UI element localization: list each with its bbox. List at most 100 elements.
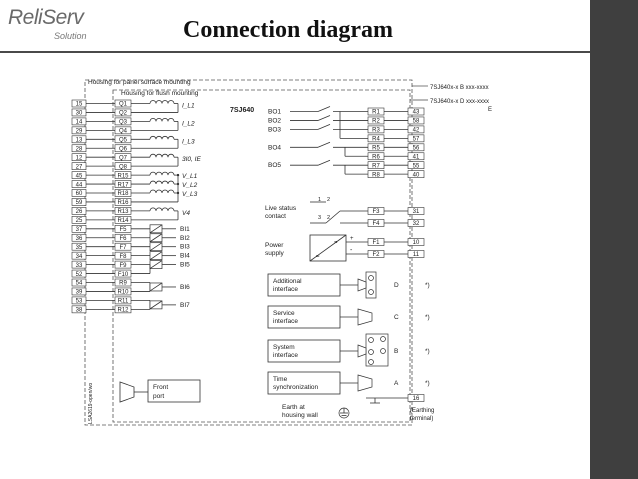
current-coil-icon — [149, 118, 175, 122]
binary-input-label: BI1 — [180, 226, 190, 233]
reliserv-logo: ReliServ Solution — [8, 6, 87, 41]
outer-terminal — [407, 125, 425, 134]
connector-icon — [357, 374, 373, 392]
outer-terminal-label: 34 — [76, 254, 83, 260]
contact-number: 1 — [318, 197, 321, 203]
inner-terminal-label: R15 — [117, 173, 129, 179]
earth-label: housing wall — [282, 412, 318, 419]
contact-number: 2 — [327, 197, 330, 203]
outer-terminal-label: 11 — [413, 252, 420, 258]
voltage-coil-icon — [149, 207, 175, 211]
interface-label: System — [273, 344, 295, 351]
outer-terminal-label: 30 — [76, 111, 83, 117]
inner-terminal-label: R10 — [117, 290, 129, 296]
binary-output-label: BO3 — [268, 126, 281, 133]
optical-jack-icon — [368, 337, 374, 343]
measurement-label: I_L2 — [182, 120, 195, 127]
outer-terminal-label: 42 — [413, 128, 420, 134]
measurement-label: V4 — [182, 210, 190, 217]
flush-housing-label: Housing for flush mounting — [121, 90, 199, 97]
inner-terminal-label: R8 — [372, 172, 380, 178]
plus-sign: + — [350, 236, 354, 242]
inner-terminal-label: R11 — [118, 299, 129, 305]
optical-jack-icon — [368, 275, 374, 281]
interface-footnote: *) — [425, 282, 430, 289]
binary-output-label: BO2 — [268, 117, 281, 124]
interface-label: interface — [273, 318, 298, 325]
outer-terminal-label: 53 — [76, 299, 83, 305]
outer-terminal — [407, 116, 425, 125]
inner-terminal-label: R7 — [372, 163, 380, 169]
measurement-label: V_L2 — [182, 182, 198, 189]
connector-icon — [357, 308, 373, 326]
inner-terminal-label: F8 — [119, 254, 127, 260]
communication-interfaces: AdditionalinterfaceD*)ServiceinterfaceC*… — [267, 271, 430, 395]
binary-input-label: BI5 — [180, 262, 190, 269]
inner-terminal-label: F6 — [119, 236, 127, 242]
measurement-label: V_L1 — [182, 173, 198, 180]
binary-input-label: BI7 — [180, 302, 190, 309]
outer-terminal — [407, 161, 425, 169]
right-sidebar-band — [590, 0, 638, 479]
optocoupler-slash — [149, 300, 163, 310]
outer-terminal-label: 15 — [76, 102, 83, 108]
optocoupler-slash — [149, 260, 163, 269]
inner-terminal-label: F10 — [118, 272, 129, 278]
voltage-coil-icon — [149, 189, 175, 194]
inner-terminal-label: F3 — [372, 209, 380, 215]
dc-symbol: = — [334, 240, 338, 246]
contact-number: 2 — [327, 215, 330, 221]
outer-terminal — [407, 134, 425, 143]
earth-terminal-label: 16 — [413, 396, 420, 402]
front-port-box — [147, 379, 201, 403]
connector-icon — [357, 278, 367, 292]
outer-terminal-label: 44 — [76, 182, 83, 188]
switch-contact — [325, 210, 341, 224]
header-divider — [0, 51, 590, 53]
outer-terminal-label: 13 — [76, 138, 83, 144]
outer-terminal-label: 60 — [76, 191, 83, 197]
outer-terminal — [407, 250, 425, 258]
outer-terminal-label: 33 — [76, 263, 83, 269]
surface-housing-frame — [84, 79, 413, 426]
slide-title: Connection diagram — [183, 17, 393, 43]
interface-port-letter: C — [394, 314, 399, 321]
outer-terminal-label: 58 — [413, 119, 420, 125]
inner-terminal-label: R5 — [372, 146, 380, 152]
outer-terminal-label: 54 — [76, 281, 83, 287]
binary-input-label: BI4 — [180, 253, 190, 260]
switch-contact — [317, 141, 331, 148]
outer-terminal-label: 35 — [76, 245, 83, 251]
interface-label: interface — [273, 286, 298, 293]
inner-terminal-label: Q4 — [119, 129, 128, 135]
outer-terminal-label: 57 — [413, 137, 420, 143]
outer-terminal-label: 12 — [76, 155, 83, 161]
optocoupler-slash — [149, 224, 163, 234]
variant-d-label: 7SJ640x-x D xxx-xxxx — [430, 99, 489, 105]
earthing-note: terminal) — [410, 416, 433, 422]
outer-terminal-label: 56 — [413, 146, 420, 152]
outer-terminal-label: 25 — [76, 218, 83, 224]
interface-label: Additional — [273, 278, 302, 285]
outer-terminal-label: 26 — [76, 209, 83, 215]
inner-terminal-label: R1 — [372, 110, 380, 116]
optocoupler-slash — [149, 251, 163, 260]
interface-port-letter: A — [394, 380, 399, 387]
panel-housing-label: Housing for panel surface mounting — [88, 79, 191, 86]
binary-input-label: BI3 — [180, 244, 190, 251]
optical-jack-icon — [368, 349, 374, 355]
converter-diagonal — [309, 234, 347, 262]
inner-terminal-label: R14 — [117, 218, 129, 224]
outer-terminal-label: 29 — [76, 129, 83, 135]
outer-terminal-label: 43 — [413, 110, 420, 116]
interface-label: interface — [273, 352, 298, 359]
interface-label: Time — [273, 376, 288, 383]
minus-sign: - — [350, 247, 353, 254]
switch-contact — [317, 124, 331, 130]
interface-label: Service — [273, 310, 295, 317]
binary-input-label: BI6 — [180, 284, 190, 291]
measurement-label: I_L1 — [182, 103, 195, 110]
